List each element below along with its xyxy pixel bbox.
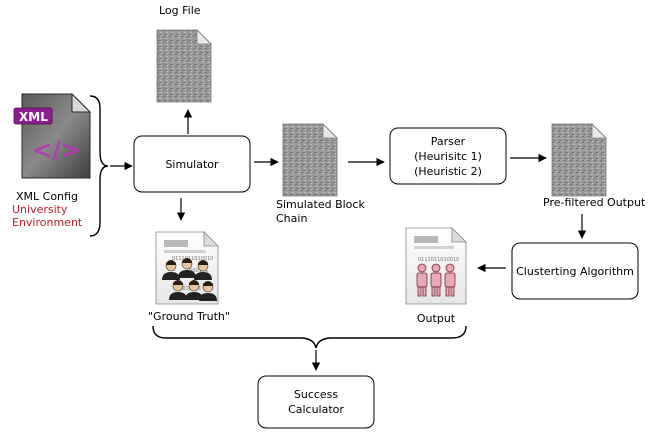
log-file-document-icon (156, 29, 212, 103)
output-binary-row: 0111011010010 (418, 257, 459, 263)
simulator-label: Simulator (165, 158, 219, 171)
parser-heuristic-2: (Heuristic 2) (414, 165, 482, 178)
block-chain-document-icon (282, 123, 338, 197)
clustering-box (511, 242, 639, 300)
parser-box (389, 127, 507, 185)
parser-label: Parser (431, 135, 466, 148)
block-chain-label-line1: Simulated Block (276, 198, 365, 211)
ground-truth-binary-row2: 1000101 (186, 268, 208, 274)
calculator-label: Calculator (288, 403, 344, 416)
xml-file-icon: XML </> (13, 92, 92, 179)
xml-code-glyph: </> (32, 136, 81, 164)
xml-environment-label: Environment (12, 216, 83, 229)
ground-truth-binary-row1: 0111011010010 (172, 256, 213, 262)
log-file-label: Log File (159, 4, 201, 17)
success-calculator-box (257, 375, 375, 429)
input-curly-brace (89, 95, 109, 237)
xml-badge-text: XML (19, 110, 48, 124)
parser-heuristic-1: (Heurisitc 1) (414, 150, 482, 163)
results-curly-brace (152, 325, 467, 349)
xml-university-label: University (12, 203, 68, 216)
output-report-icon: 0111011010010 (405, 227, 467, 305)
prefiltered-output-label: Pre-filtered Output (543, 196, 646, 209)
xml-badge (13, 107, 53, 125)
clustering-label: Clusterting Algorithm (516, 265, 634, 278)
simulator-box (133, 135, 251, 193)
ground-truth-label: "Ground Truth" (148, 310, 230, 323)
ground-truth-binary-row3: 11011101 (176, 286, 201, 292)
output-label: Output (417, 312, 456, 325)
success-label: Success (294, 388, 339, 401)
prefiltered-document-icon (551, 123, 607, 197)
xml-config-label: XML Config (16, 190, 78, 203)
block-chain-label-line2: Chain (276, 212, 307, 225)
ground-truth-report-icon: 0111011010010 1000101 11011101 (155, 231, 219, 305)
